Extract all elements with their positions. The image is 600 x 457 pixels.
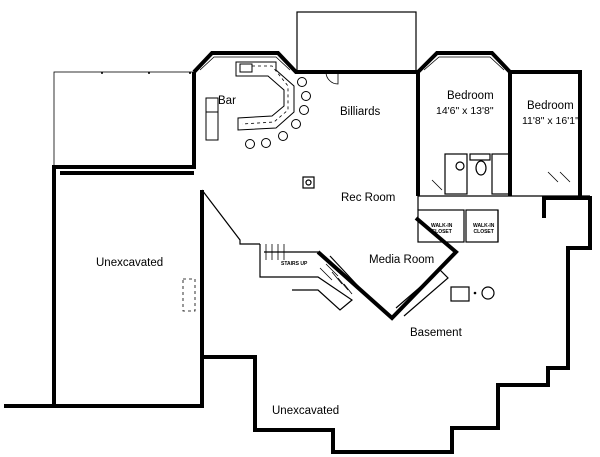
- garage-slab-dots: [101, 72, 191, 74]
- rec-room-angle-wall: [201, 189, 260, 245]
- room-label-rec-room: Rec Room: [341, 192, 396, 204]
- closet-label-2: WALK-IN CLOSET: [473, 223, 495, 235]
- bar-counter: [205, 61, 295, 141]
- door-swings-bedrooms: [431, 171, 571, 191]
- equipment-dot: [473, 291, 477, 295]
- garage-slab: [53, 71, 195, 168]
- closet-label-1: WALK-IN CLOSET: [431, 223, 453, 235]
- closet-label-1-line-1: WALK-IN: [431, 223, 453, 229]
- stairs-label: STAIRS UP: [281, 261, 308, 267]
- media-cabinet: [395, 269, 449, 317]
- water-heater: [450, 286, 470, 302]
- bedroom-bay-wall: [416, 51, 582, 198]
- media-room-wall: [316, 216, 459, 321]
- upper-deck-outline: [296, 11, 417, 73]
- room-label-billiards: Billiards: [340, 106, 381, 118]
- bathroom: [444, 153, 511, 195]
- furnace: [481, 286, 495, 300]
- fireplace-dot: [305, 179, 312, 186]
- bar-stools: [245, 77, 311, 149]
- room-label-unexcavated-left: Unexcavated: [96, 257, 164, 269]
- room-label-bedroom-2: Bedroom: [527, 100, 574, 112]
- walkin-closet-1-box: [417, 209, 465, 243]
- bar-window-line: [199, 56, 291, 71]
- room-size-bedroom-1: 14'6" x 13'8": [436, 105, 494, 117]
- room-size-bedroom-2: 11'8" x 16'1": [522, 115, 579, 127]
- exterior-wall-main: [52, 72, 592, 454]
- bar-bay-wall: [192, 51, 418, 74]
- room-label-basement: Basement: [410, 327, 462, 339]
- room-label-unexcavated-bottom: Unexcavated: [272, 405, 340, 417]
- room-label-media-room: Media Room: [369, 254, 435, 266]
- closet-label-2-line-2: CLOSET: [473, 228, 494, 235]
- bedroom-window-line: [423, 56, 505, 71]
- room-label-bar: Bar: [218, 95, 236, 107]
- fireplace-box: [302, 176, 315, 189]
- closet-label-2-line-1: WALK-IN: [473, 223, 495, 229]
- closet-label-1-line-2: CLOSET: [431, 228, 452, 235]
- room-label-bedroom-1: Bedroom: [447, 90, 494, 102]
- door-swing-billiards: [325, 71, 339, 85]
- unexcavated-access: [182, 278, 196, 312]
